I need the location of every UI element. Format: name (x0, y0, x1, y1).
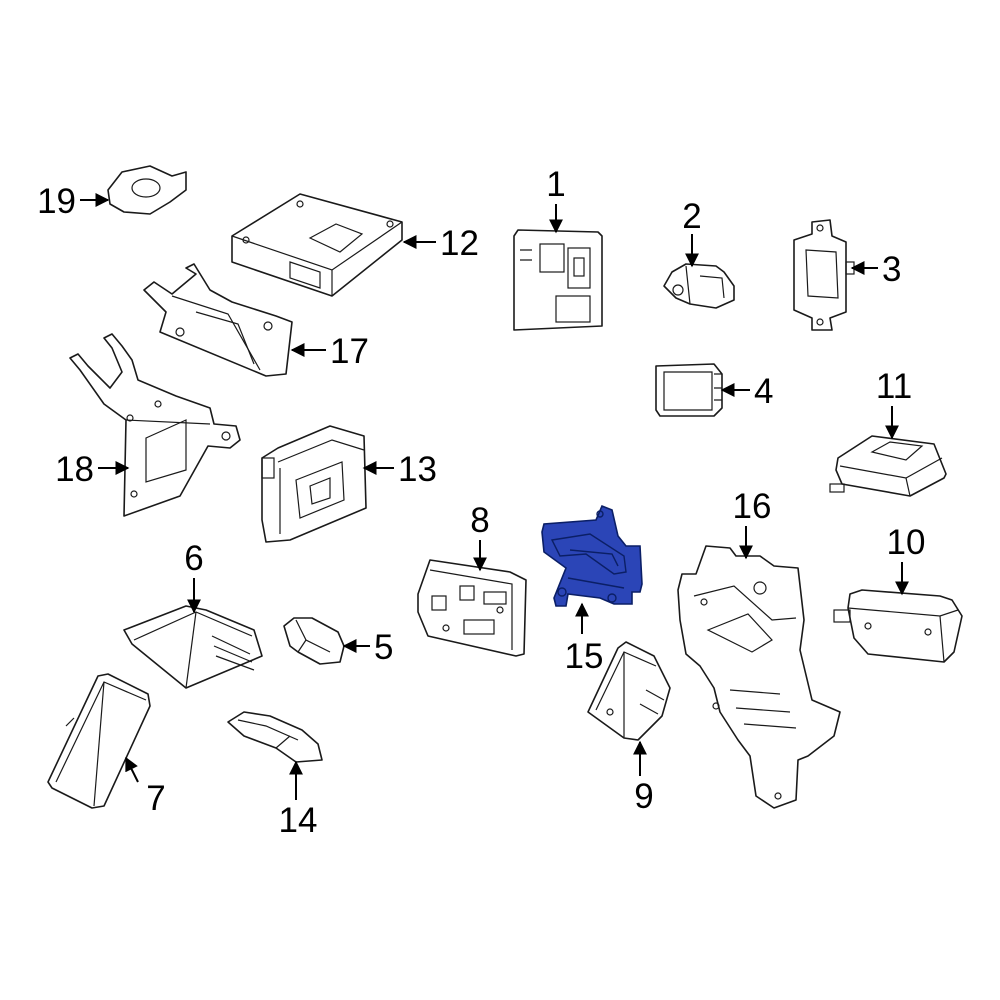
callout-17: 17 (330, 332, 369, 371)
callout-19: 19 (37, 182, 76, 221)
callout-9: 9 (634, 777, 653, 816)
part-13-module[interactable] (261, 425, 367, 543)
part-15-bracket-highlighted[interactable] (541, 504, 643, 607)
part-8-fuse-box[interactable] (417, 559, 527, 657)
callout-13: 13 (398, 450, 437, 489)
callout-3: 3 (882, 250, 901, 289)
part-15-shape (541, 504, 643, 607)
callout-18: 18 (55, 450, 94, 489)
part-19-clip[interactable] (107, 165, 187, 215)
callout-7: 7 (146, 779, 165, 818)
callout-11: 11 (876, 367, 912, 406)
callout-labels: 1 2 3 4 5 6 7 8 9 10 11 12 13 14 15 16 1… (37, 165, 925, 840)
leader-lines (80, 193, 909, 800)
callout-8: 8 (470, 501, 489, 540)
callout-14: 14 (279, 801, 318, 840)
callout-16: 16 (733, 487, 772, 526)
part-17-bracket[interactable] (143, 263, 293, 377)
part-9-module[interactable] (587, 641, 671, 741)
callout-6: 6 (184, 539, 203, 578)
callout-10: 10 (887, 523, 926, 562)
part-16-bracket[interactable] (677, 545, 841, 809)
callout-2: 2 (682, 197, 701, 236)
callout-15: 15 (565, 637, 604, 676)
part-6-module[interactable] (123, 605, 263, 689)
callout-5: 5 (374, 628, 393, 667)
part-14-clip[interactable] (227, 711, 323, 763)
part-2-sensor[interactable] (663, 263, 735, 309)
callout-1: 1 (546, 165, 565, 204)
part-12-module[interactable] (231, 193, 403, 297)
part-5-connector[interactable] (283, 617, 345, 665)
part-10-module[interactable] (833, 589, 963, 663)
part-7-module[interactable] (47, 673, 151, 809)
callout-12: 12 (440, 224, 479, 263)
part-18-bracket[interactable] (69, 333, 241, 517)
part-3-module[interactable] (793, 219, 855, 331)
part-1-module[interactable] (513, 229, 603, 331)
callout-4: 4 (754, 372, 773, 411)
part-11-module[interactable] (829, 435, 947, 497)
leader-7 (125, 756, 139, 783)
part-4-module[interactable] (655, 363, 723, 417)
